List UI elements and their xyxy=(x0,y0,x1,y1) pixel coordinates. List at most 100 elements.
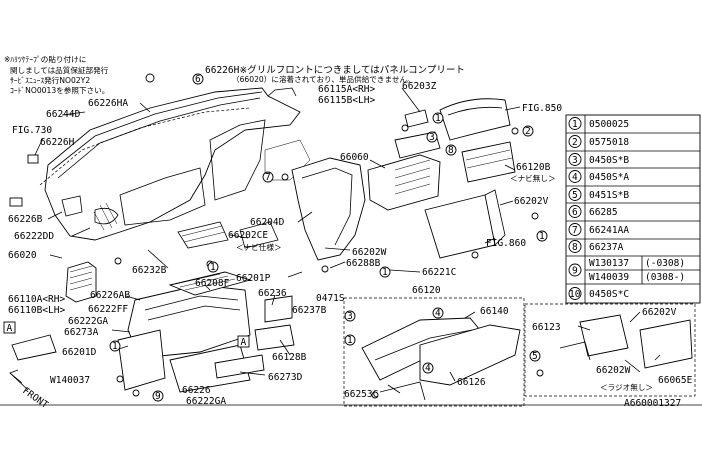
label-66126: 66126 xyxy=(457,377,486,388)
callout-1-a: 1 xyxy=(210,262,216,273)
no-radio-inset xyxy=(524,303,696,397)
label-W140037: W140037 xyxy=(50,375,90,386)
label-66208F: 66208F xyxy=(195,278,230,289)
table-row-3-number-circle xyxy=(568,153,582,166)
instrument-panel-drawing xyxy=(39,87,311,241)
table-row-10-note: (0308-) xyxy=(645,272,685,283)
callout-7: 7 xyxy=(265,172,271,183)
label-66237B: 66237B xyxy=(292,305,327,316)
callout-1-e: 1 xyxy=(382,267,388,278)
table-row-8-number: 8 xyxy=(572,242,578,253)
callout-4-b: 4 xyxy=(425,363,431,374)
label-FIG730: FIG.730 xyxy=(12,125,52,136)
table-row-7-number-circle xyxy=(568,223,582,236)
label-66202V-inset: 66202V xyxy=(642,307,677,318)
label-66288B: 66288B xyxy=(346,258,381,269)
document-number: A660001327 xyxy=(624,398,681,409)
callout-1-f: 1 xyxy=(347,335,353,346)
note-top-2: （66020）に溶着されており、単品供給できません。 xyxy=(232,74,415,84)
callout-5: 5 xyxy=(532,351,538,362)
label-66201P: 66201P xyxy=(236,273,271,284)
label-66020: 66020 xyxy=(8,250,37,261)
label-66204D: 66204D xyxy=(250,217,285,228)
table-row-6-number: 6 xyxy=(572,207,578,218)
table-row-8-part: 66237A xyxy=(589,242,624,253)
label-66110A: 66110A<RH> xyxy=(8,294,65,305)
table-row-9-number: 9 xyxy=(572,266,578,277)
label-66128B: 66128B xyxy=(272,352,307,363)
table-row-2-number-circle xyxy=(568,135,582,148)
note-line-2: 関しましては品質保証部発行 xyxy=(10,65,109,75)
meter-hood-edge xyxy=(447,106,503,116)
marker-A-left: A xyxy=(7,323,13,334)
marker-A-left-box xyxy=(3,321,16,334)
table-row-2-number: 2 xyxy=(572,137,578,148)
label-66226: 66226 xyxy=(182,385,211,396)
table-row-1-part: 0500025 xyxy=(589,119,629,130)
clip-66226B-drawing xyxy=(9,197,23,207)
label-66222GA-lower: 66222GA xyxy=(186,396,226,407)
nav-unit-side xyxy=(484,189,506,246)
label-66120B: 66120B xyxy=(516,162,551,173)
panel-66273A-drawing xyxy=(11,334,57,361)
label-66236: 66236 xyxy=(258,288,287,299)
callout-2: 2 xyxy=(525,126,531,137)
table-row-11-part: 0450S*C xyxy=(589,289,629,300)
table-row-7-part: 66241AA xyxy=(589,225,629,236)
label-66222FF: 66222FF xyxy=(88,304,128,315)
table-row-4-number-circle xyxy=(568,170,582,183)
marker-A-center: A xyxy=(241,337,247,348)
table-row-3-part: 0450S*B xyxy=(589,155,629,166)
table-row-4-number: 4 xyxy=(572,172,578,183)
callout-3-a: 3 xyxy=(429,132,435,143)
label-66060: 66060 xyxy=(340,152,369,163)
table-row-4-part: 0450S*A xyxy=(589,172,629,183)
label-66203Z: 66203Z xyxy=(402,81,437,92)
label-66232B: 66232B xyxy=(132,265,167,276)
nav-unit-drawing xyxy=(424,194,496,259)
label-66244D: 66244D xyxy=(46,109,81,120)
table-row-11-number-circle xyxy=(568,287,582,300)
label-66226B: 66226B xyxy=(8,214,43,225)
label-FIG860: FIG.860 xyxy=(486,238,526,249)
label-66273D: 66273D xyxy=(268,372,303,383)
label-66120: 66120 xyxy=(412,285,441,296)
callout-3-b: 3 xyxy=(347,311,353,322)
table-row-7-number: 7 xyxy=(572,225,578,236)
label-66222GA-upper: 66222GA xyxy=(68,316,108,327)
leader-lines xyxy=(34,87,661,394)
label-66202W-inset: 66202W xyxy=(596,365,631,376)
marker-A-center-box xyxy=(237,335,250,348)
table-row-9-note: (-0308) xyxy=(645,258,685,269)
label-66201D: 66201D xyxy=(62,347,97,358)
label-66120B-sub: ＜ナビ無し＞ xyxy=(510,173,556,183)
table-row-9-part: W130137 xyxy=(589,258,629,269)
label-66115B: 66115B<LH> xyxy=(318,95,375,106)
table-row-9-number-circle xyxy=(568,263,582,277)
label-66226H-left: 66226H xyxy=(40,137,75,148)
table-row-8-number-circle xyxy=(568,240,582,253)
clip-66226H-drawing xyxy=(27,154,39,164)
label-66226AB: 66226AB xyxy=(90,290,130,301)
label-66065E: 66065E xyxy=(658,375,693,386)
callout-6: 6 xyxy=(195,74,201,85)
center-frame-drawing xyxy=(177,157,366,261)
note-line-4: ｺｰﾄﾞNO0013を参照下さい。 xyxy=(10,85,109,95)
callout-1-c: 1 xyxy=(435,113,441,124)
audio-unit-drawing xyxy=(461,141,516,183)
label-66123: 66123 xyxy=(532,322,561,333)
label-66253C: 66253C xyxy=(344,389,378,400)
console-section xyxy=(343,297,525,407)
callout-1-d: 1 xyxy=(539,231,545,242)
table-row-11-number: 10 xyxy=(569,289,581,300)
table-row-5-number-circle xyxy=(568,188,582,201)
label-66226HA: 66226HA xyxy=(88,98,128,109)
table-row-1-number: 1 xyxy=(572,119,578,130)
callout-4-a: 4 xyxy=(435,308,441,319)
callout-8: 8 xyxy=(448,145,454,156)
label-66273A: 66273A xyxy=(64,327,99,338)
table-row-3-number: 3 xyxy=(572,155,578,166)
label-66202CE: 66202CE xyxy=(228,230,268,241)
label-66202V: 66202V xyxy=(514,196,549,207)
